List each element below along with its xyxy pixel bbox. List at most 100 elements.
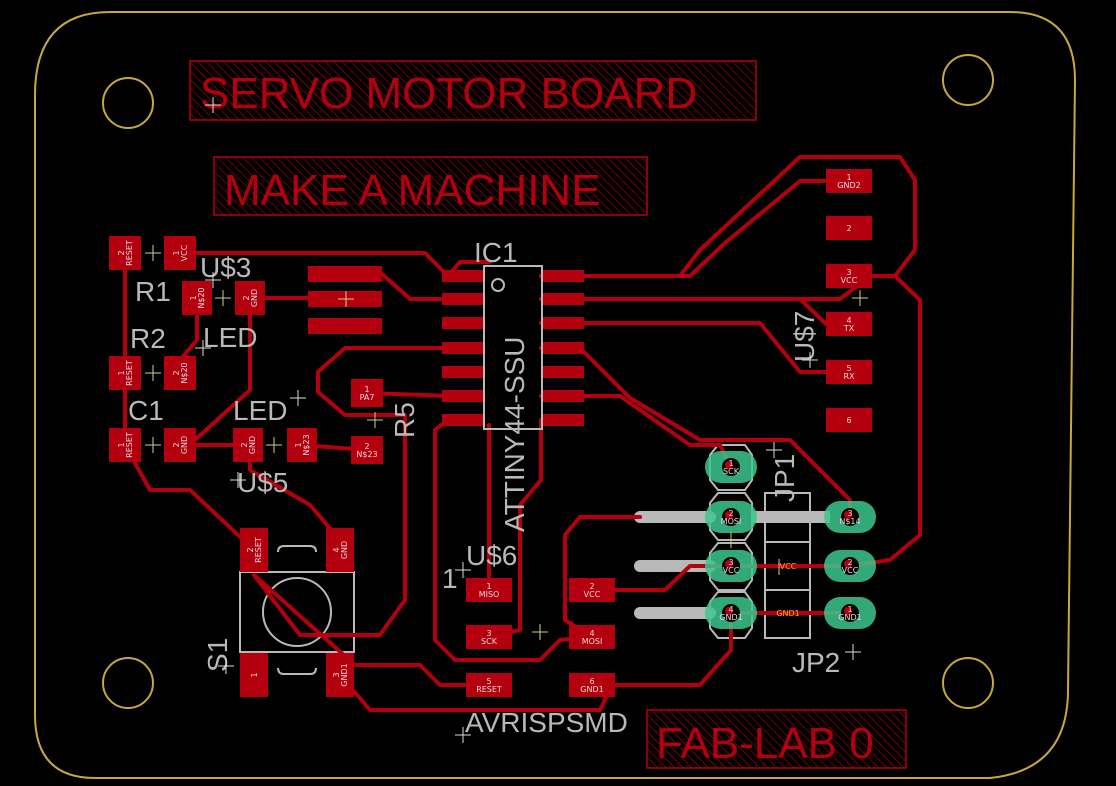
smd-pad-reset-1[interactable]: 1RESET — [109, 428, 141, 462]
svg-text:6: 6 — [846, 416, 851, 425]
ic1-pad-right-3 — [542, 317, 584, 329]
label-jp2: JP2 — [792, 647, 840, 678]
ic1-pad-right-5 — [542, 366, 584, 378]
smd-pad-gnd-2[interactable]: 2GND — [233, 428, 263, 462]
svg-text:1N$23: 1N$23 — [294, 434, 311, 455]
smd-pad-n23-1[interactable]: 1N$23 — [287, 428, 317, 462]
mounting-holes — [102, 54, 994, 709]
smd-pad-gnd-4[interactable]: 4GND — [326, 528, 354, 572]
svg-text:1N$20: 1N$20 — [189, 287, 206, 308]
regulator-pads — [308, 266, 382, 334]
smd-pad-gnd1-3[interactable]: 3GND1 — [326, 653, 354, 697]
svg-text:2N$20: 2N$20 — [172, 362, 189, 383]
title-servo-motor-board: SERVO MOTOR BOARD — [200, 69, 697, 118]
ic1-pad-left-7 — [442, 414, 484, 426]
ic1-outline — [483, 265, 543, 430]
ic1-pad-left-1 — [442, 270, 484, 282]
label-attiny: ATTINY44-SSU — [499, 336, 530, 532]
smd-pad-vcc-1[interactable]: 1VCC — [164, 236, 196, 270]
svg-text:1RESET: 1RESET — [117, 360, 134, 386]
origin-crosses — [145, 97, 868, 743]
ic1-pad-right-6 — [542, 390, 584, 402]
svg-text:2GND: 2GND — [172, 436, 189, 454]
smd-pad-gnd-2[interactable]: 2GND — [235, 281, 265, 315]
title-fab-lab: FAB-LAB 0 — [656, 719, 874, 768]
smd-pad-reset-1[interactable]: 1RESET — [109, 356, 141, 390]
component-names: IC1 U$3 R1 R2 LED C1 LED U$5 R5 ATTINY44… — [128, 237, 840, 738]
svg-text:2GND: 2GND — [240, 436, 257, 454]
label-c1: C1 — [128, 395, 164, 426]
jp-net-vcc: VCC — [780, 562, 797, 571]
label-jp1: JP1 — [769, 454, 800, 502]
smd-pad-nc-2[interactable]: 2 — [826, 216, 872, 240]
ic1-pad-left-2 — [442, 293, 484, 305]
smd-pad-n20-1[interactable]: 1N$20 — [182, 281, 212, 315]
title-boxes: SERVO MOTOR BOARD MAKE A MACHINE FAB-LAB… — [189, 60, 907, 769]
svg-text:2RESET: 2RESET — [246, 537, 263, 563]
switch-silkscreen — [239, 545, 355, 675]
smd-pad-reset-2[interactable]: 2RESET — [109, 236, 141, 270]
title-make-a-machine: MAKE A MACHINE — [224, 166, 601, 215]
ic1-pad-left-3 — [442, 317, 484, 329]
smd-pad-gnd-2[interactable]: 2GND — [164, 428, 196, 462]
ic1-pad-right-4 — [542, 342, 584, 354]
svg-text:3GND1: 3GND1 — [332, 663, 349, 686]
smd-pad-reset-2[interactable]: 2RESET — [240, 528, 268, 572]
svg-text:5RX: 5RX — [843, 364, 855, 381]
jp-net-gnd1: GND1 — [776, 609, 799, 618]
label-ic1: IC1 — [474, 237, 518, 268]
svg-text:1: 1 — [250, 672, 259, 677]
ic1-pad-right-1 — [542, 270, 584, 282]
ic1-pad-left-4 — [442, 342, 484, 354]
smd-pad-nc-1[interactable]: 1 — [240, 653, 268, 697]
svg-text:2: 2 — [846, 224, 851, 233]
label-s1: S1 — [202, 638, 233, 672]
label-r1: R1 — [135, 276, 171, 307]
svg-text:4TX: 4TX — [843, 316, 855, 333]
smd-pad-n20-2[interactable]: 2N$20 — [164, 356, 196, 390]
label-r5: R5 — [389, 402, 420, 438]
label-pin1: 1 — [442, 563, 458, 594]
smd-pad-nc-6[interactable]: 6 — [826, 408, 872, 432]
label-r2: R2 — [130, 323, 166, 354]
svg-text:2RESET: 2RESET — [117, 240, 134, 266]
label-avrispsmd: AVRISPSMD — [465, 707, 628, 738]
svg-text:2GND: 2GND — [242, 289, 259, 307]
label-u3: U$3 — [200, 252, 251, 283]
label-led2: LED — [233, 395, 287, 426]
